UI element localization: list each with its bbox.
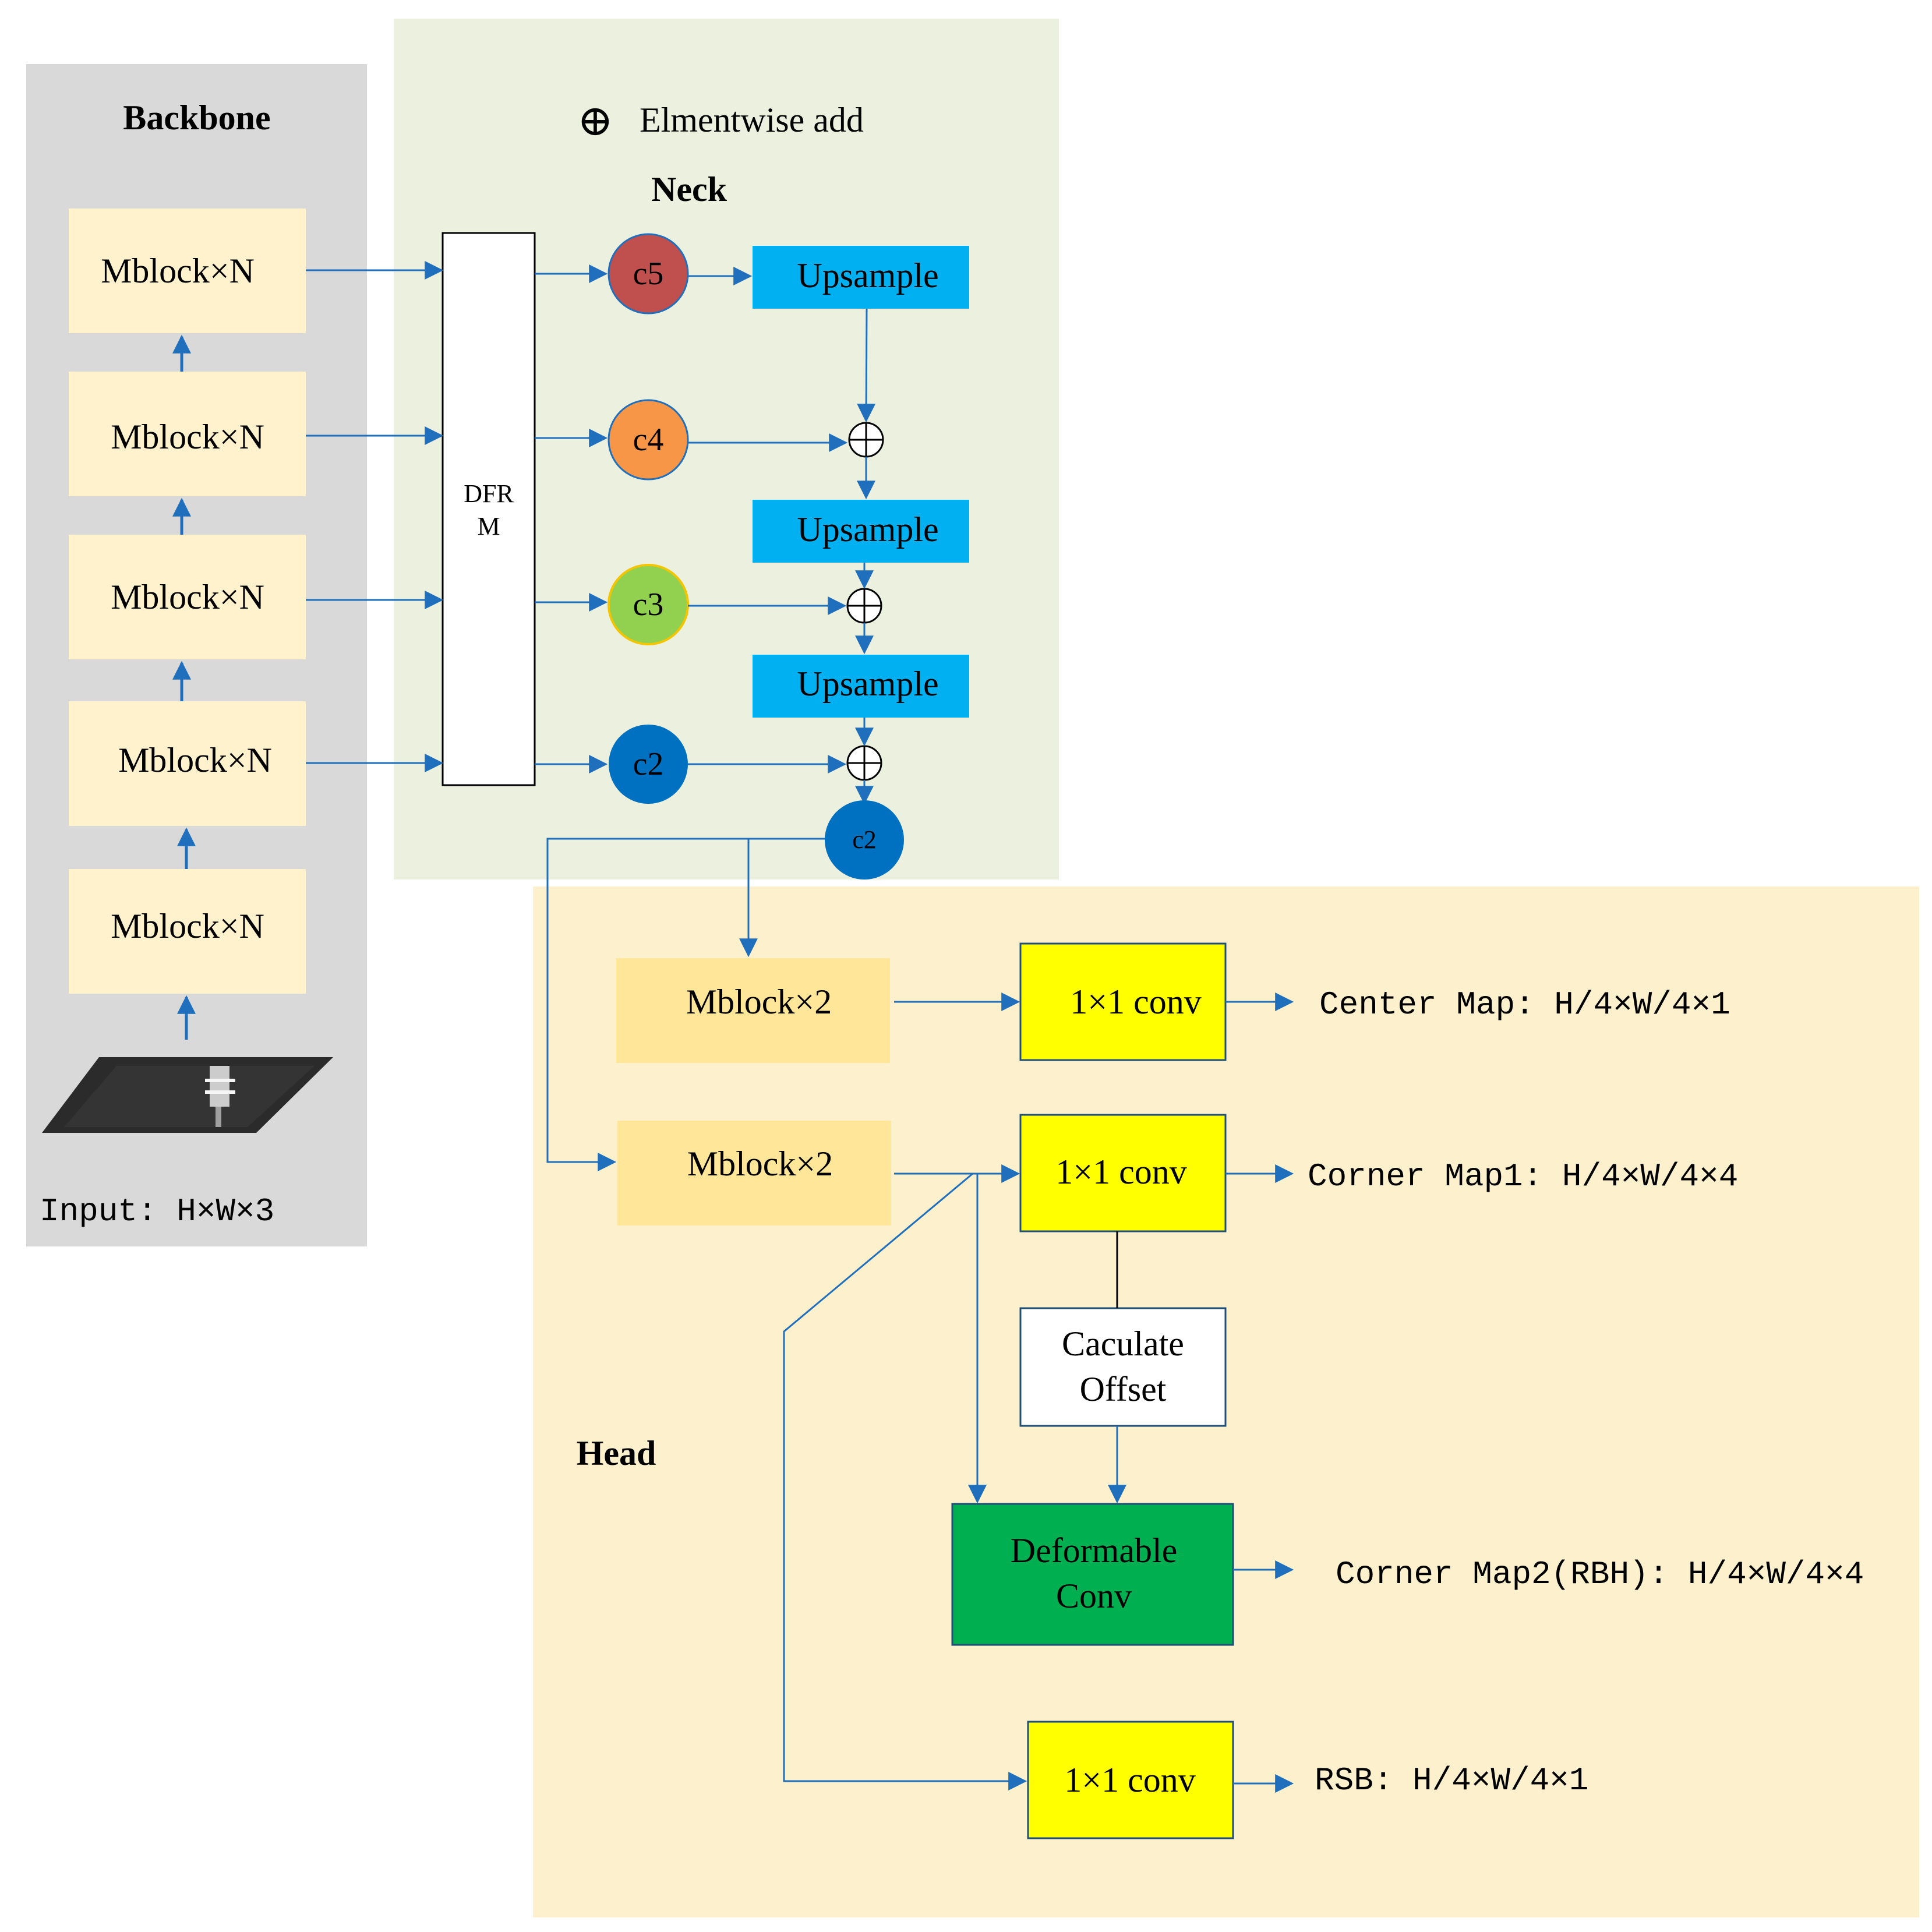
add-node-3: [846, 745, 882, 781]
route-c2-to-head: [546, 838, 825, 1171]
upsample-1: [753, 246, 969, 309]
head-conv-1-label: 1×1 conv: [1070, 983, 1201, 1021]
upsample-2-label: Upsample: [797, 510, 938, 549]
add-node-1: [848, 422, 884, 458]
circle-c5-label: c5: [633, 256, 664, 292]
deformable-conv-line2: Conv: [1056, 1577, 1132, 1615]
backbone-block-2: [69, 372, 306, 496]
backbone-block-1: [69, 209, 306, 333]
head-conv-1: [1019, 942, 1227, 1061]
output-corner-map2: Corner Map2(RBH): H/4×W/4×4: [1336, 1556, 1864, 1593]
dfrm-label-line1: DFR: [464, 479, 514, 508]
backbone-title: Backbone: [123, 98, 270, 137]
backbone-block-5: [69, 869, 306, 994]
head-conv-3-label: 1×1 conv: [1064, 1761, 1195, 1799]
upsample-3: [753, 655, 969, 718]
dfrm-block: [442, 232, 536, 786]
deformable-conv-line1: Deformable: [1011, 1531, 1178, 1570]
upsample-3-label: Upsample: [797, 665, 938, 703]
head-conv-2: [1019, 1114, 1227, 1232]
circle-c3-label: c3: [633, 587, 664, 623]
circle-c3: [609, 565, 688, 644]
circle-c4-label: c4: [633, 422, 664, 458]
backbone-block-5-label: Mblock×N: [111, 907, 264, 945]
backbone-block-4-label: Mblock×N: [118, 741, 272, 779]
input-label: Input: H×W×3: [40, 1193, 274, 1230]
backbone-block-1-label: Mblock×N: [101, 252, 255, 290]
route-branch-rsb: [783, 1172, 1027, 1790]
arrow-upsample1-add1: [857, 308, 876, 423]
upsample-2: [753, 500, 969, 563]
head-conv-3: [1027, 1721, 1234, 1839]
deformable-conv-box: [951, 1503, 1234, 1646]
circle-c5: [607, 233, 689, 315]
upsample-1-label: Upsample: [797, 256, 938, 295]
legend-symbol: ⊕: [577, 97, 613, 145]
head-conv-2-label: 1×1 conv: [1055, 1153, 1186, 1191]
legend-text: Elmentwise add: [640, 101, 864, 139]
head-mblock-1: [616, 958, 890, 1063]
caculate-offset-box: [1019, 1307, 1227, 1427]
circle-c4: [607, 399, 689, 481]
input-image: [42, 1057, 333, 1133]
caculate-offset-line2: Offset: [1080, 1370, 1167, 1408]
head-mblock-1-label: Mblock×2: [686, 983, 832, 1021]
circle-c3-ring: [607, 564, 689, 645]
output-rsb: RSB: H/4×W/4×1: [1315, 1762, 1588, 1799]
backbone-block-3-label: Mblock×N: [111, 578, 264, 616]
backbone-block-4: [69, 701, 306, 826]
add-node-2: [846, 588, 882, 624]
circle-c2-label: c2: [633, 746, 664, 782]
backbone-block-2-label: Mblock×N: [111, 418, 264, 456]
circle-c2: [609, 725, 688, 804]
backbone-block-3: [69, 535, 306, 659]
dfrm-label-line2: M: [477, 512, 500, 541]
head-mblock-2-label: Mblock×2: [687, 1145, 833, 1183]
output-center-map: Center Map: H/4×W/4×1: [1319, 986, 1730, 1023]
circle-c2-output-label: c2: [852, 825, 877, 854]
neck-title: Neck: [651, 170, 727, 209]
circle-c2-output: [825, 800, 904, 880]
head-title: Head: [577, 1434, 656, 1472]
output-corner-map1: Corner Map1: H/4×W/4×4: [1308, 1158, 1738, 1195]
caculate-offset-line1: Caculate: [1062, 1325, 1184, 1363]
head-mblock-2: [617, 1121, 891, 1225]
